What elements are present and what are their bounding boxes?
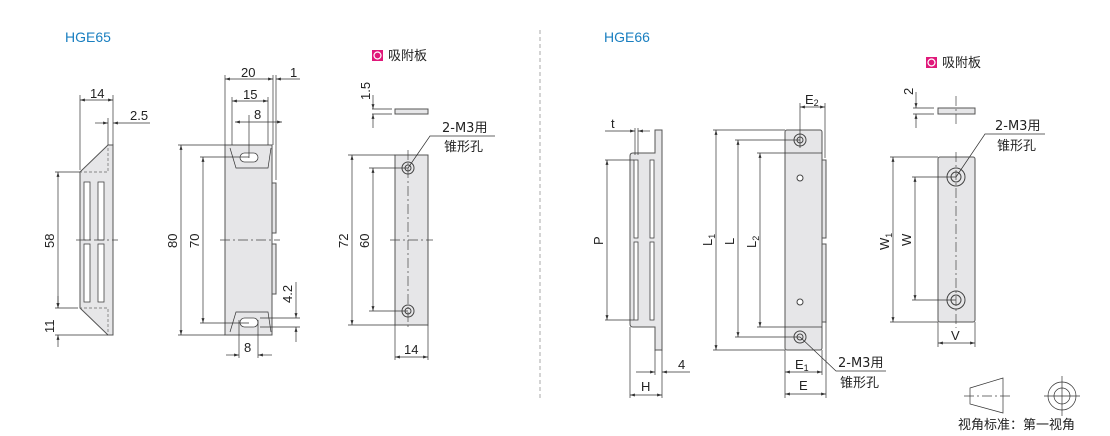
dim-l2: L2 xyxy=(744,236,761,248)
dim-h: H xyxy=(641,379,650,394)
hge66-front-note-line1: 2-M3用 xyxy=(838,356,883,371)
dim-p: P xyxy=(591,236,606,245)
dim-1: 1 xyxy=(290,65,297,80)
hge65-note-line2: 锥形孔 xyxy=(444,140,483,155)
legend-marker-icon xyxy=(926,57,937,68)
dim-4-2: 4.2 xyxy=(280,285,295,303)
hge66-plate-note-line2: 锥形孔 xyxy=(997,139,1036,154)
dim-w: W xyxy=(899,233,914,246)
dim-20: 20 xyxy=(241,65,255,80)
dim-15: 15 xyxy=(243,87,257,102)
hge66-side-view: P t 4 H xyxy=(591,116,690,398)
dim-4: 4 xyxy=(678,357,685,372)
hge65-plate-legend: 吸附板 xyxy=(388,49,427,64)
hge65-note-line1: 2-M3用 xyxy=(442,121,487,136)
hge66-front-view: L1 L L2 E2 E1 E 2-M3用 锥形孔 xyxy=(700,92,886,398)
dim-8-top: 8 xyxy=(254,107,261,122)
dim-e1: E1 xyxy=(795,357,809,373)
dim-l1: L1 xyxy=(700,234,717,246)
hge66-plate-view: 吸附板 2 2-M3用 锥形孔 W1 W V xyxy=(877,56,1045,347)
hge66-title: HGE66 xyxy=(604,29,650,45)
dim-80: 80 xyxy=(165,234,180,248)
hge66-plate-note-line1: 2-M3用 xyxy=(995,119,1040,134)
hge65-plate-view: 吸附板 1.5 2-M3用 锥形孔 72 60 14 xyxy=(336,49,495,360)
dim-w1: W1 xyxy=(877,233,894,250)
hge65-side-view: 14 2.5 58 11 xyxy=(42,86,150,347)
dim-1-5: 1.5 xyxy=(358,82,373,100)
hge65-title: HGE65 xyxy=(65,29,111,45)
dim-v: V xyxy=(951,328,960,343)
dim-2: 2 xyxy=(901,88,916,95)
dim-70: 70 xyxy=(187,234,202,248)
dim-t: t xyxy=(611,116,615,131)
dim-60: 60 xyxy=(357,234,372,248)
hge65-front-view: 20 1 15 8 80 70 4.2 8 xyxy=(165,65,300,358)
legend-marker-icon xyxy=(372,50,383,61)
dim-8-bottom: 8 xyxy=(244,340,251,355)
hge66-plate-legend: 吸附板 xyxy=(942,56,981,71)
dim-58: 58 xyxy=(42,234,57,248)
dim-14: 14 xyxy=(90,86,104,101)
projection-label: 视角标准：第一视角 xyxy=(958,418,1075,433)
dim-l: L xyxy=(722,238,737,245)
dim-e: E xyxy=(799,378,808,393)
dim-14-plate: 14 xyxy=(404,342,418,357)
first-angle-projection-icon xyxy=(964,376,1080,416)
hge66-front-note-line2: 锥形孔 xyxy=(840,376,879,391)
dim-72: 72 xyxy=(336,234,351,248)
dim-e2: E2 xyxy=(805,92,819,108)
dim-11: 11 xyxy=(42,320,57,334)
dim-2-5: 2.5 xyxy=(130,108,148,123)
